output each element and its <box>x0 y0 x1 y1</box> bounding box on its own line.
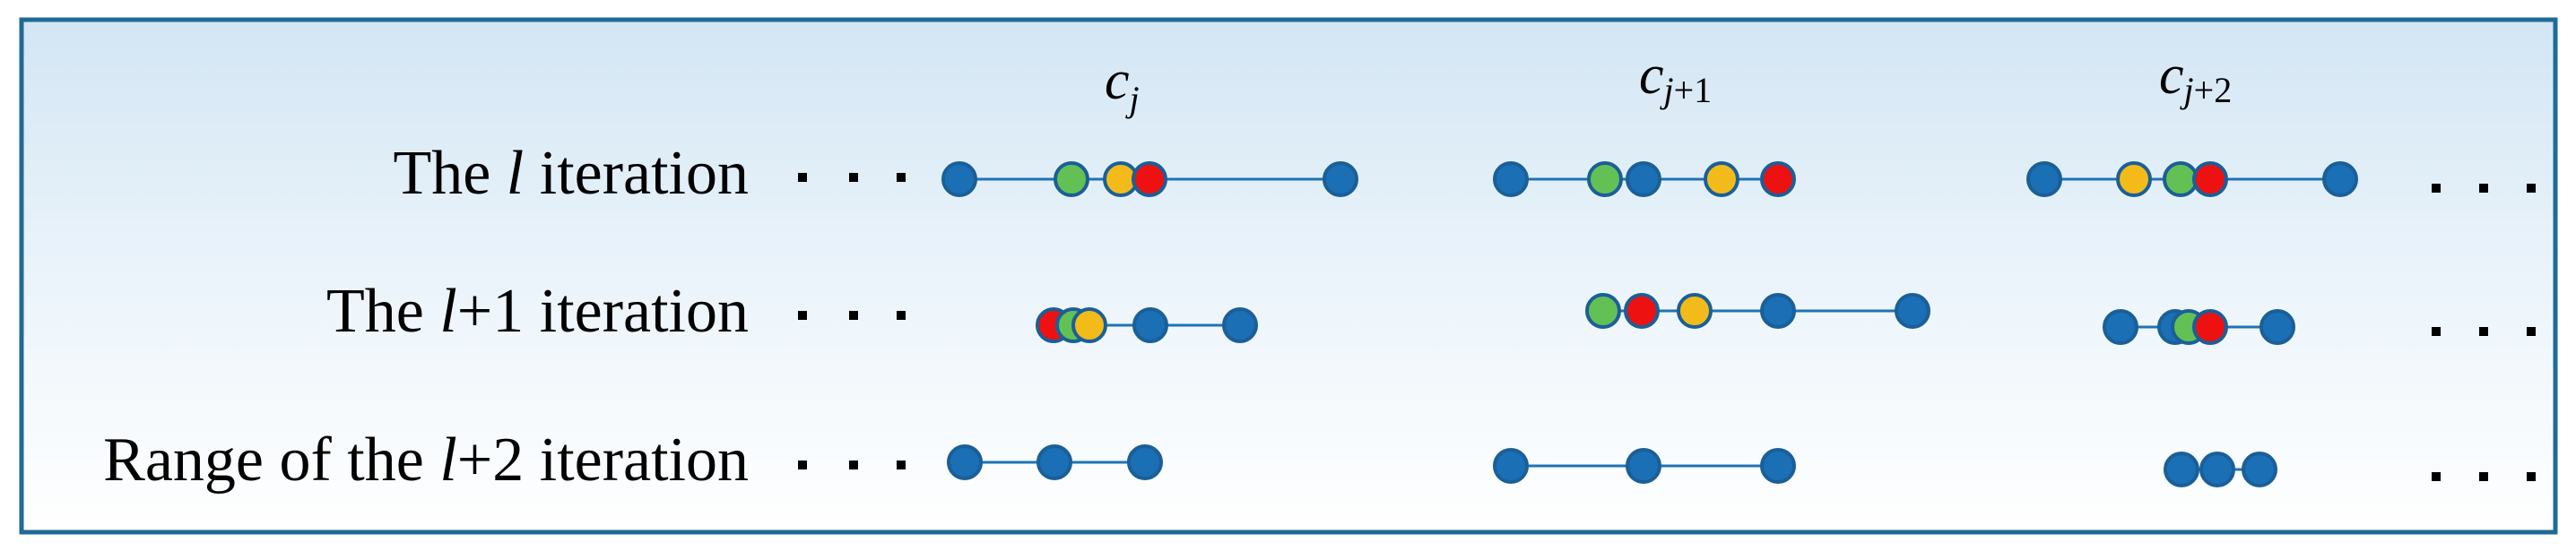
blue-node <box>1036 444 1072 480</box>
blue-node <box>2199 452 2235 487</box>
blue-node <box>1493 161 1529 197</box>
green-node <box>1054 161 1089 197</box>
row-label-l-iteration: The l iteration <box>393 139 749 208</box>
left-ellipsis-row3 <box>798 461 906 469</box>
column-label-cj2: cj+2 <box>2159 45 2232 110</box>
blue-node <box>941 161 977 197</box>
blue-node <box>947 444 983 480</box>
red-node <box>2192 309 2228 345</box>
diagram-panel <box>19 17 2558 535</box>
green-node <box>2163 161 2199 197</box>
red-node <box>2192 161 2228 197</box>
red-node <box>1760 161 1796 197</box>
blue-node <box>1626 161 1661 197</box>
yellow-node <box>1704 161 1739 197</box>
range-segments <box>941 161 2358 487</box>
segment-row3-col1 <box>947 444 1163 480</box>
blue-node <box>1626 448 1661 484</box>
segment-row1-col3 <box>2026 161 2358 197</box>
segment-row1-col2 <box>1493 161 1796 197</box>
blue-node <box>2242 452 2277 487</box>
blue-node <box>1323 161 1358 197</box>
green-node <box>1587 161 1623 197</box>
yellow-node <box>1071 307 1107 343</box>
segment-row3-col3 <box>2164 452 2277 487</box>
segment-row1-col1 <box>941 161 1358 197</box>
blue-node <box>2164 452 2199 487</box>
right-ellipsis-row3 <box>2432 472 2536 481</box>
blue-node <box>2103 309 2138 345</box>
right-ellipsis-row2 <box>2432 327 2536 336</box>
yellow-node <box>2116 161 2152 197</box>
row-label-l2-range: Range of the l+2 iteration <box>103 426 749 495</box>
blue-node <box>1493 448 1529 484</box>
column-label-cj: cj <box>1105 50 1140 119</box>
row-label-l1-iteration: The l+1 iteration <box>326 277 749 346</box>
segment-row2-col1 <box>1036 307 1258 343</box>
blue-node <box>1127 444 1163 480</box>
segment-row2-col3 <box>2103 309 2295 345</box>
segment-row3-col2 <box>1493 448 1796 484</box>
blue-node <box>1132 307 1168 343</box>
left-ellipsis-row2 <box>798 311 906 320</box>
blue-node <box>1222 307 1258 343</box>
blue-node <box>1760 293 1796 329</box>
right-ellipsis-row1 <box>2432 184 2536 193</box>
blue-node <box>2322 161 2358 197</box>
red-node <box>1624 293 1660 329</box>
blue-node <box>2259 309 2295 345</box>
green-node <box>1585 293 1621 329</box>
segment-row2-col2 <box>1585 293 1930 329</box>
yellow-node <box>1677 293 1713 329</box>
blue-node <box>1760 448 1796 484</box>
blue-node <box>2026 161 2062 197</box>
blue-node <box>1895 293 1930 329</box>
left-ellipsis-row1 <box>798 173 906 182</box>
column-label-cj1: cj+1 <box>1639 45 1712 110</box>
red-node <box>1132 161 1167 197</box>
